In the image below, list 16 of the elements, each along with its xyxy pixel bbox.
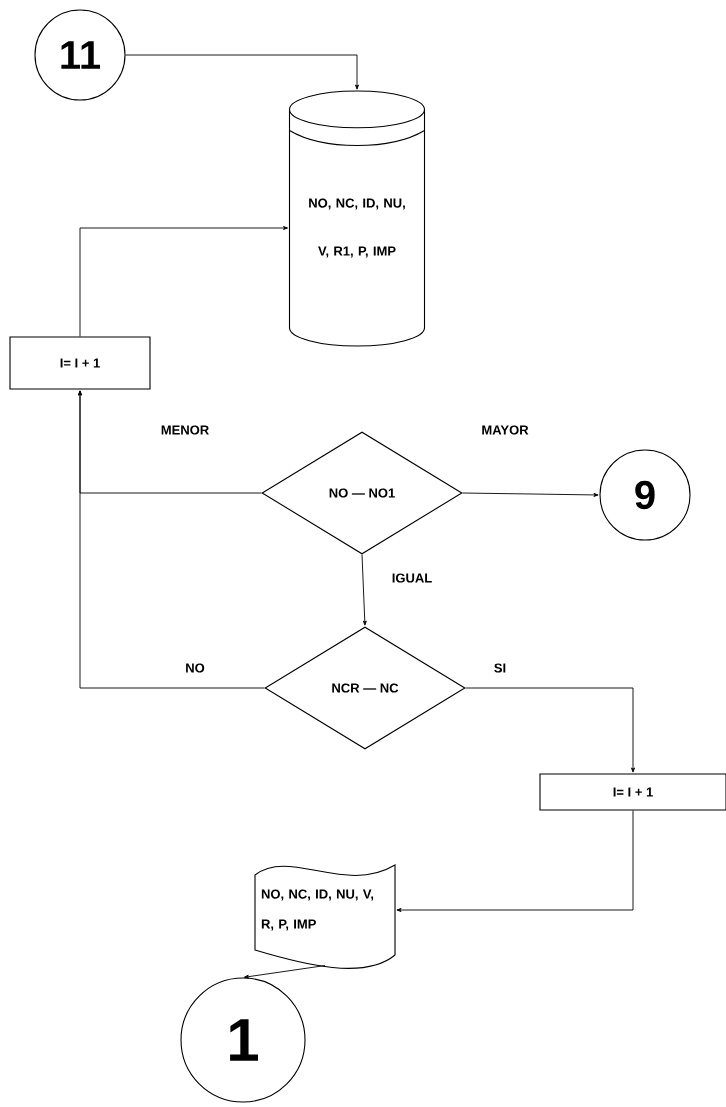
process-box: I= I + 1	[539, 773, 726, 811]
arrow	[361, 554, 367, 626]
arrow	[465, 687, 635, 773]
edge-label: MAYOR	[482, 425, 529, 435]
edge-label: MENOR	[161, 425, 209, 435]
arrow	[79, 226, 289, 337]
arrow	[78, 390, 265, 689]
edge-label: SI	[494, 663, 506, 673]
arrow	[462, 492, 599, 497]
arrow	[243, 965, 326, 979]
storage-cylinder: NO, NC, ID, NU, V, R1, P, IMP	[288, 90, 426, 347]
edge-label: IGUAL	[392, 573, 432, 583]
edge-label: NO	[186, 663, 205, 673]
process-box: I= I + 1	[9, 336, 151, 390]
arrow	[125, 54, 359, 90]
arrow	[396, 810, 634, 912]
